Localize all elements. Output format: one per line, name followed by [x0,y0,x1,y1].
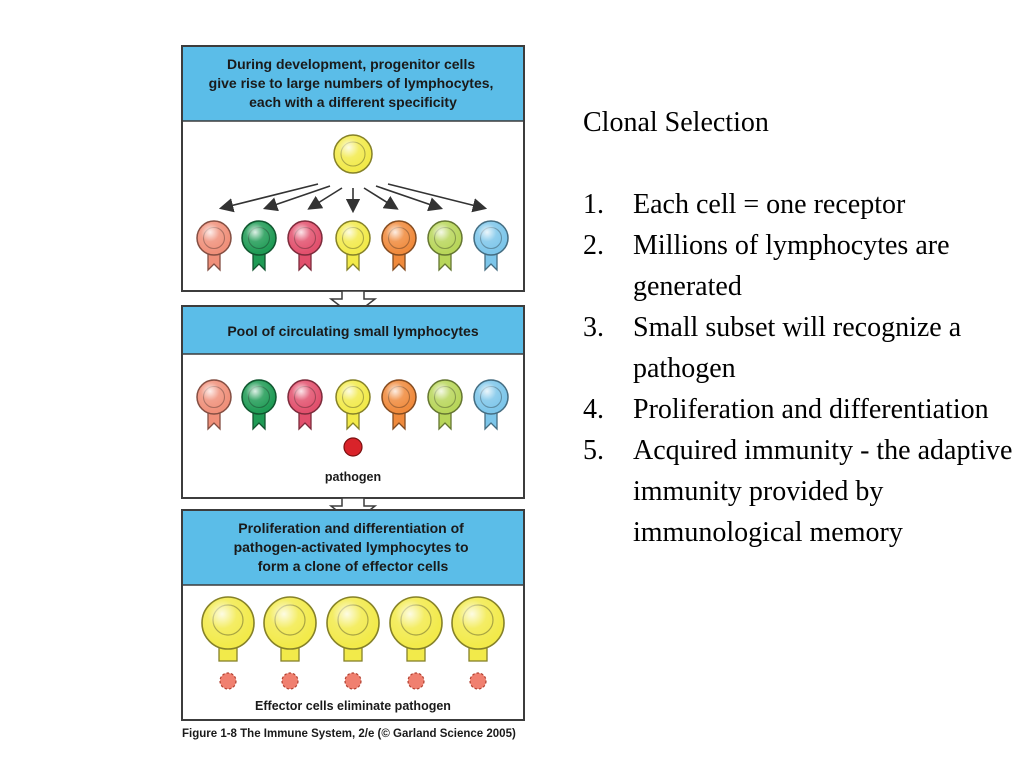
lymphocyte-cell [427,220,463,272]
effector-cell-row [201,596,505,690]
lymphocyte-cell [335,379,371,431]
lymphocyte-cell [287,220,323,272]
panel-pool-header [183,307,523,354]
panel-development-title-line: each with a different specificity [249,94,457,110]
point-number: 4. [583,394,604,425]
panel-pool: Pool of circulating small lymphocytes pa… [181,305,525,499]
point-item: 2. Millions of lymphocytes are generated [583,225,1013,307]
lymphocyte-cell [241,220,277,272]
effector-label: Effector cells eliminate pathogen [255,699,451,713]
differentiation-arrows [218,183,488,214]
effector-cell [451,596,505,690]
lymphocyte-cell [427,379,463,431]
slide-text: Clonal Selection 1. Each cell = one recep… [583,102,1013,553]
lymphocyte-cell [241,379,277,431]
point-text: Acquired immunity - the adaptive immunit… [633,435,1013,548]
panel-development-title-line: give rise to large numbers of lymphocyte… [209,75,494,91]
lymphocyte-cell [335,220,371,272]
lymphocyte-cell [473,379,509,431]
panel-proliferation-header [183,511,523,585]
point-number: 1. [583,189,604,220]
eliminated-pathogen [407,672,425,690]
lymphocyte-cell [381,379,417,431]
effector-cell [201,596,255,690]
lymphocyte-row-development [196,220,509,272]
point-text: Proliferation and differentiation [633,394,989,425]
point-text: Millions of lymphocytes are generated [633,230,950,302]
eliminated-pathogen [344,672,362,690]
lymphocyte-row-pool [196,379,509,431]
effector-cell [326,596,380,690]
lymphocyte-cell [196,220,232,272]
point-number: 3. [583,312,604,343]
panel-development: During development, progenitor cells giv… [181,45,525,292]
arrow-line [387,183,488,213]
panel-development-title: During development, progenitor cells giv… [209,56,498,110]
panel-proliferation: Proliferation and differentiation of pat… [181,509,525,721]
lymphocyte-cell [287,379,323,431]
effector-cell [263,596,317,690]
eliminated-pathogen [219,672,237,690]
point-text: Small subset will recognize a pathogen [633,312,962,384]
point-item: 5. Acquired immunity - the adaptive immun… [583,430,1013,553]
lymphocyte-cell [196,379,232,431]
arrow-line [375,185,444,212]
progenitor-cell [333,134,373,174]
panel-pool-title: Pool of circulating small lymphocytes [227,323,478,339]
panel-development-header [183,47,523,121]
pathogen-label: pathogen [325,470,381,484]
point-number: 5. [583,435,604,466]
pathogen-dot [343,437,363,457]
panel-proliferation-title-line: Proliferation and differentiation of [238,520,464,536]
arrow-line [262,185,331,212]
lymphocyte-cell [381,220,417,272]
eliminated-pathogen [281,672,299,690]
arrow-line [363,187,399,210]
lymphocyte-cell [473,220,509,272]
effector-cell [389,596,443,690]
point-text: Each cell = one receptor [633,189,906,220]
point-item: 3. Small subset will recognize a pathogen [583,307,1013,389]
point-item: 4. Proliferation and differentiation [583,389,1013,430]
slide-title: Clonal Selection [583,107,769,138]
point-list: 1. Each cell = one receptor 2. Millions of… [583,184,1013,553]
figure-caption: Figure 1-8 The Immune System, 2/e (© Gar… [182,728,516,740]
panel-proliferation-title: Proliferation and differentiation of pat… [234,520,473,574]
progenitor-cell-body [333,134,373,174]
point-number: 2. [583,230,604,261]
panel-proliferation-title-line: pathogen-activated lymphocytes to [234,539,469,555]
arrow-line [218,183,319,213]
panel-development-title-line: During development, progenitor cells [227,56,475,72]
arrow-line [307,187,343,210]
panel-pool-title-line: Pool of circulating small lymphocytes [227,323,478,339]
panel-proliferation-title-line: form a clone of effector cells [258,558,449,574]
eliminated-pathogen [469,672,487,690]
point-item: 1. Each cell = one receptor [583,184,1013,225]
